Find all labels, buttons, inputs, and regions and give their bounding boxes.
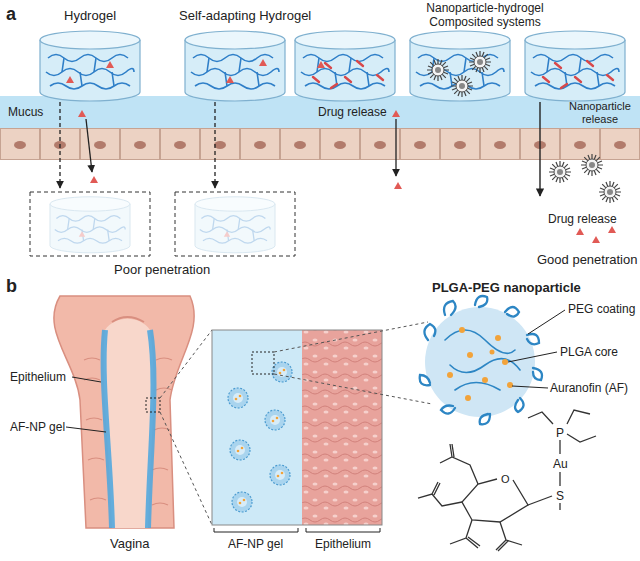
panel-letter: b	[6, 276, 17, 297]
group-label: Self-adapting Hydrogel	[179, 8, 311, 23]
group-label: Nanoparticle-hydrogel Composited systems	[415, 1, 555, 29]
atom-label: Au	[552, 457, 569, 471]
part-label: Epithelium	[10, 370, 66, 384]
atom-label: O	[500, 473, 511, 486]
result-label: Poor penetration	[114, 262, 210, 277]
atom-label: P	[555, 426, 565, 440]
part-label: AF-NP gel	[10, 420, 65, 434]
part-label: AF-NP gel	[228, 537, 283, 551]
process-label: Drug release	[318, 105, 387, 119]
atom-label: S	[555, 489, 565, 503]
layer-label: Mucus	[8, 105, 43, 119]
result-label: Good penetration	[537, 252, 637, 267]
panel-letter: a	[6, 4, 16, 25]
process-label: Nanoparticle release	[563, 100, 637, 126]
part-label: Epithelium	[315, 537, 371, 551]
part-label: PLGA core	[560, 345, 618, 359]
part-label: PEG coating	[568, 302, 635, 316]
process-label: Drug release	[548, 212, 617, 226]
group-label: Hydrogel	[64, 8, 116, 23]
part-label: Auranofin (AF)	[550, 381, 628, 395]
part-title: PLGA-PEG nanoparticle	[432, 280, 581, 295]
organ-label: Vagina	[110, 536, 150, 551]
